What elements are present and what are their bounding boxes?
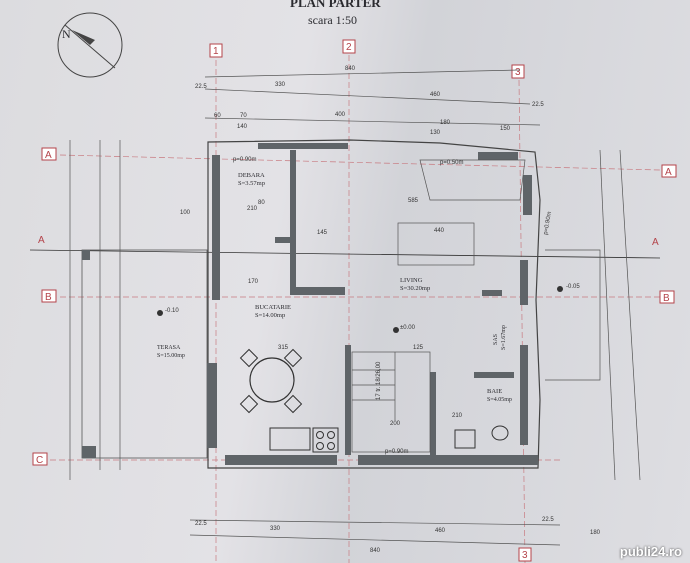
level-marker-icon bbox=[557, 286, 563, 292]
terrace-outline bbox=[81, 249, 208, 459]
stair-note: 17 tr. 18/26,00 bbox=[376, 361, 382, 400]
dim-inner: 100 bbox=[180, 210, 191, 216]
dim-inner: 210 bbox=[247, 206, 258, 212]
level-terasa: -0.10 bbox=[165, 308, 179, 314]
dim-inner: 315 bbox=[278, 345, 289, 351]
axis-label-a-right: A bbox=[665, 167, 672, 178]
grid-line-3 bbox=[518, 79, 526, 563]
sill-note: p=0.50m bbox=[440, 160, 464, 166]
axis-marker-3 bbox=[511, 64, 525, 79]
dim-inner: 200 bbox=[390, 421, 401, 427]
axis-label-3: 3 bbox=[515, 67, 521, 78]
dining-table bbox=[239, 348, 303, 414]
level-right-terrace: -0.05 bbox=[566, 284, 580, 290]
dim-bottom: 180 bbox=[590, 530, 601, 536]
dim-top: 22.5 bbox=[532, 102, 544, 108]
toilet-icon bbox=[491, 425, 509, 441]
plan-scale: scara 1:50 bbox=[308, 13, 357, 27]
section-line bbox=[29, 249, 661, 259]
dim-bottom: 460 bbox=[435, 528, 446, 534]
room-area-living: S=30.20mp bbox=[400, 285, 430, 292]
room-area-bucatarie: S=14.00mp bbox=[255, 312, 285, 319]
room-label-debara: DEBARA bbox=[238, 172, 265, 179]
dim-top-inner: 180 bbox=[440, 120, 451, 126]
axis-marker-a bbox=[41, 147, 57, 161]
living-table bbox=[397, 222, 475, 266]
dim-top-inner: 130 bbox=[430, 130, 441, 136]
level-interior: ±0.00 bbox=[400, 325, 416, 331]
axis-label-c: C bbox=[36, 455, 43, 466]
axis-marker-b-right bbox=[659, 290, 675, 304]
room-area-sas: S=1.67mp bbox=[501, 325, 507, 350]
dim-top-inner: 70 bbox=[240, 113, 247, 119]
dim-top: 22.5 bbox=[195, 84, 207, 90]
axis-label-2: 2 bbox=[346, 42, 352, 53]
dim-top-inner: 60 bbox=[214, 113, 221, 119]
north-label: N bbox=[62, 27, 71, 41]
dim-total-top: 840 bbox=[345, 66, 356, 72]
plan-title: PLAN PARTER bbox=[290, 0, 381, 10]
axis-label-b-right: B bbox=[663, 293, 670, 304]
sink-icon bbox=[269, 427, 311, 451]
room-label-bucatarie: BUCATARIE bbox=[255, 304, 291, 311]
room-label-living: LIVING bbox=[400, 277, 423, 284]
dim-bottom: 22.5 bbox=[542, 517, 554, 523]
axis-marker-a-right bbox=[661, 164, 677, 178]
dim-top-inner: 140 bbox=[237, 124, 248, 130]
building-walls bbox=[207, 139, 541, 469]
sill-note: p=0.90m bbox=[233, 157, 257, 163]
dim-inner: 440 bbox=[434, 228, 445, 234]
axis-marker-3-bottom bbox=[518, 547, 532, 562]
dim-bottom: 22.5 bbox=[195, 521, 207, 527]
room-area-terasa: S=15.00mp bbox=[157, 353, 185, 359]
room-label-terasa: TERASA bbox=[157, 345, 181, 351]
room-area-debara: S=3.57mp bbox=[238, 180, 265, 187]
right-terrace-outline bbox=[545, 249, 601, 381]
axis-marker-b bbox=[41, 289, 57, 303]
sill-note: p=0.90m bbox=[543, 211, 553, 235]
axis-marker-c bbox=[32, 452, 48, 466]
dim-bottom: 330 bbox=[270, 526, 281, 532]
axis-label-3-bottom: 3 bbox=[522, 550, 528, 561]
washbasin-icon bbox=[454, 429, 476, 449]
level-marker-icon bbox=[157, 310, 163, 316]
room-label-baie: BAIE bbox=[487, 388, 502, 395]
axis-label-a: A bbox=[45, 150, 52, 161]
watermark: publi24.ro bbox=[619, 544, 682, 559]
section-mark-right: A bbox=[652, 237, 659, 248]
axis-label-1: 1 bbox=[213, 46, 219, 57]
room-label-sas: SAS bbox=[493, 334, 499, 345]
dimension-lines bbox=[69, 69, 641, 546]
dim-inner: 210 bbox=[452, 413, 463, 419]
grid-line-a bbox=[59, 154, 661, 171]
dim-bottom: 840 bbox=[370, 548, 381, 554]
staircase bbox=[351, 351, 431, 453]
dim-top: 330 bbox=[275, 82, 286, 88]
north-compass-icon: N bbox=[57, 12, 123, 78]
axis-label-b: B bbox=[45, 292, 52, 303]
section-mark-left: A bbox=[38, 235, 45, 246]
dim-top-inner: 150 bbox=[500, 126, 511, 132]
dim-top-inner: 400 bbox=[335, 112, 346, 118]
axis-marker-2 bbox=[342, 39, 356, 54]
dim-inner: 125 bbox=[413, 345, 424, 351]
room-area-baie: S=4.05mp bbox=[487, 397, 512, 403]
level-marker-icon bbox=[393, 327, 399, 333]
dim-top: 460 bbox=[430, 92, 441, 98]
axis-marker-1 bbox=[209, 43, 223, 58]
living-sofa bbox=[419, 159, 526, 201]
dim-inner: 585 bbox=[408, 198, 419, 204]
stove-icon bbox=[312, 427, 339, 453]
dim-inner: 145 bbox=[317, 230, 328, 236]
sill-note: p=0.90m bbox=[385, 449, 409, 455]
dim-inner: 80 bbox=[258, 200, 265, 206]
dim-inner: 170 bbox=[248, 279, 259, 285]
